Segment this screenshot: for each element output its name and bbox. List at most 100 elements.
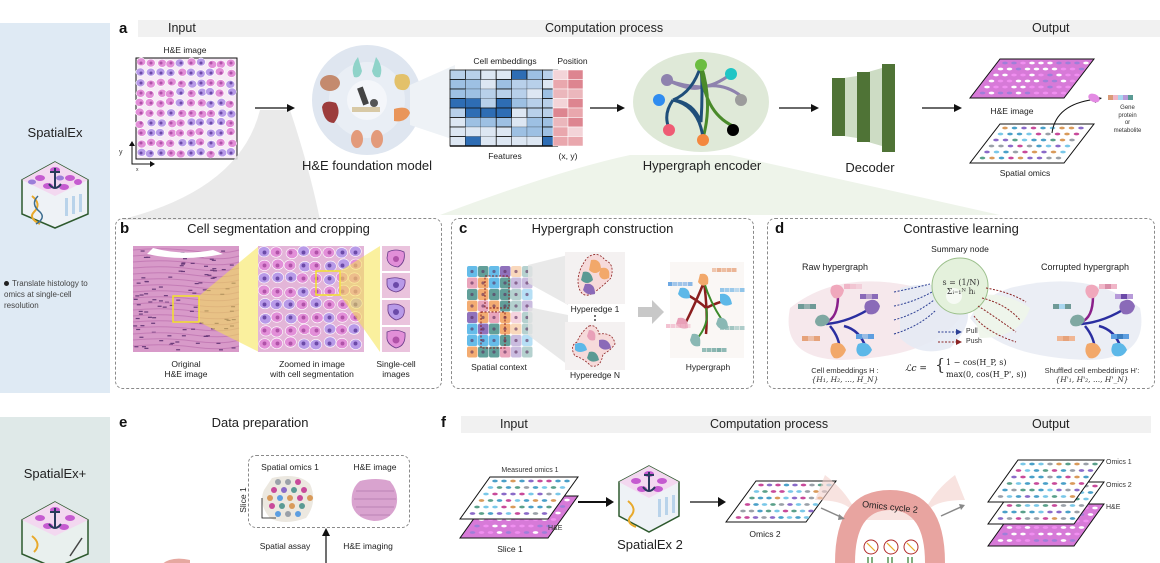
- spot: [523, 531, 530, 534]
- arrow-right-icon: [922, 104, 962, 112]
- position-cell: [552, 107, 569, 118]
- nucleus: [288, 263, 293, 268]
- spot: [483, 505, 489, 509]
- axis-arrows-icon: [129, 141, 155, 167]
- nucleus: [229, 121, 233, 125]
- spot: [492, 492, 498, 496]
- spot: [1036, 156, 1043, 160]
- spot: [1030, 126, 1037, 130]
- spot: [1054, 132, 1061, 136]
- feature-bar: [722, 348, 727, 352]
- panel-f-header-output: Output: [1032, 417, 1070, 431]
- spot: [1087, 469, 1094, 472]
- nucleus: [209, 71, 213, 75]
- nucleus: [179, 131, 183, 135]
- spot: [1006, 539, 1013, 542]
- spot: [778, 516, 784, 519]
- nucleus: [314, 302, 319, 307]
- spot: [474, 505, 480, 509]
- spot: [474, 524, 480, 528]
- nucleus: [229, 141, 233, 145]
- spot: [478, 531, 485, 534]
- position-title: Position: [557, 56, 588, 66]
- tissue-nucleus: [159, 340, 164, 342]
- embedding-cell: [511, 117, 528, 128]
- tissue-nucleus: [136, 304, 141, 306]
- omics-spot: [301, 487, 307, 493]
- spot: [1056, 532, 1062, 536]
- feature-bar: [666, 324, 671, 328]
- panel-b-box: Cell segmentation and cropping: [115, 218, 442, 389]
- spot: [796, 490, 802, 493]
- spot: [550, 518, 557, 521]
- embedding-cell: [511, 126, 528, 137]
- feature-bar: [735, 326, 740, 330]
- spot: [757, 496, 764, 500]
- context-nucleus: [503, 350, 507, 354]
- embedding-cell: [449, 126, 466, 137]
- embedding-cell: [526, 117, 543, 128]
- position-cell: [567, 88, 584, 99]
- nucleus: [219, 111, 223, 115]
- spot: [1051, 539, 1058, 542]
- output-layer-omics-1: Omics 1: [1106, 459, 1132, 466]
- nucleus: [327, 302, 332, 307]
- spot: [735, 516, 742, 519]
- spot: [1033, 91, 1040, 95]
- spot: [1060, 517, 1067, 520]
- panel-d-box: Contrastive learning: [767, 218, 1155, 389]
- spot: [469, 531, 476, 534]
- nucleus: [179, 71, 183, 75]
- feature-bar: [740, 326, 745, 330]
- spot: [1020, 61, 1026, 65]
- embedding-cell: [511, 69, 528, 80]
- nucleus: [275, 328, 280, 333]
- spot: [478, 512, 485, 515]
- spot: [1078, 504, 1085, 507]
- spot: [1055, 144, 1061, 148]
- panel-c-letter: c: [459, 220, 468, 237]
- shuffled-embeddings-label: Shuffled cell embeddings H':: [1044, 366, 1140, 375]
- nucleus: [209, 151, 213, 155]
- spot: [1033, 482, 1040, 485]
- context-nucleus: [470, 292, 474, 297]
- nucleus: [275, 341, 280, 346]
- spot: [537, 479, 543, 483]
- spot: [546, 505, 552, 509]
- omics-spot: [299, 503, 305, 509]
- tissue-nucleus: [207, 274, 212, 276]
- embedding-cell: [449, 98, 466, 109]
- nucleus: [189, 71, 193, 75]
- spatialex-description: Translate histology to omics at single-c…: [4, 278, 108, 311]
- spot: [1024, 504, 1031, 507]
- spot: [532, 499, 539, 502]
- spot: [523, 499, 530, 502]
- spot: [1002, 510, 1008, 514]
- tissue-nucleus: [152, 299, 157, 301]
- spot: [1074, 475, 1080, 479]
- tissue-nucleus: [189, 310, 194, 312]
- spot: [1038, 488, 1044, 492]
- spot: [1024, 539, 1031, 542]
- nucleus: [169, 131, 173, 135]
- tissue-nucleus: [210, 269, 215, 271]
- panel-d-letter: d: [775, 220, 785, 237]
- spot: [1015, 469, 1022, 472]
- spot: [1069, 79, 1076, 83]
- hyperedge-n-label: Hyperedge N: [569, 370, 621, 380]
- decoder-icon: [832, 64, 895, 152]
- tissue-fragment: [163, 558, 190, 563]
- context-nucleus: [492, 327, 496, 331]
- spot: [519, 524, 525, 528]
- tissue-nucleus: [139, 336, 144, 338]
- spot: [546, 492, 552, 496]
- spot: [774, 496, 781, 500]
- spot: [993, 138, 999, 142]
- spot: [1050, 138, 1056, 142]
- spot: [1021, 138, 1028, 142]
- spot: [1092, 484, 1098, 488]
- nucleus: [169, 61, 173, 65]
- spot: [1015, 67, 1022, 71]
- position-cell: [567, 69, 584, 80]
- spot: [1047, 73, 1053, 77]
